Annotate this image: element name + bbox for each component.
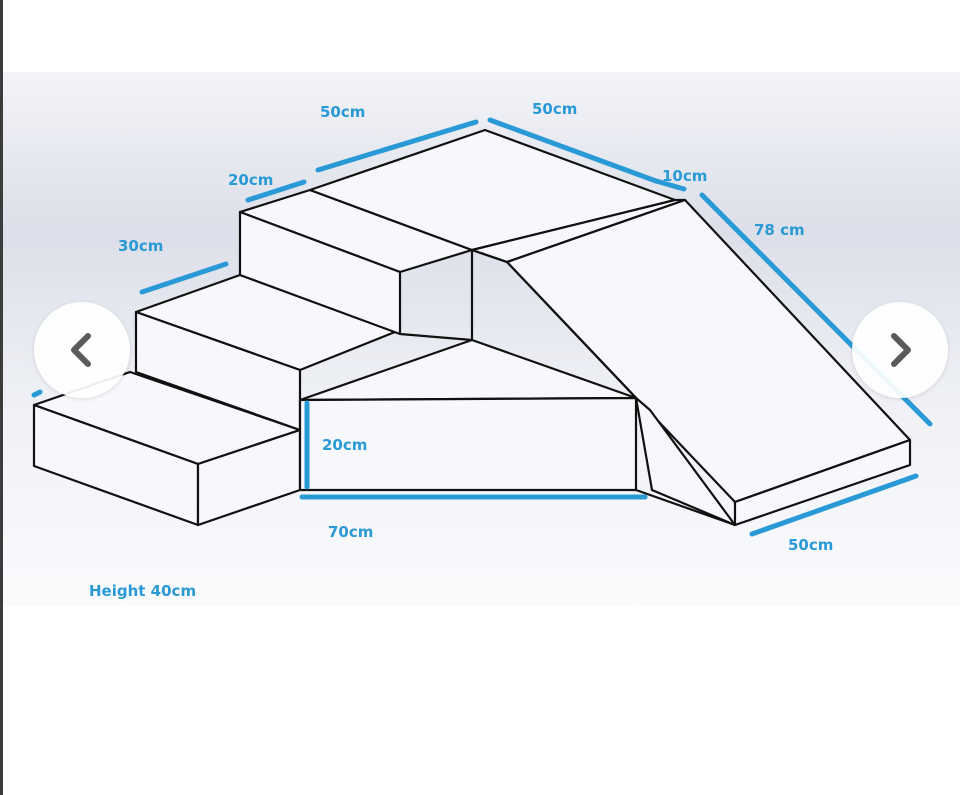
label-top-right-width: 50cm xyxy=(532,100,577,118)
platform-edge xyxy=(399,332,473,342)
label-slide-length: 78 cm xyxy=(754,221,805,239)
slide-bottom-edge xyxy=(635,488,736,527)
slide-end-face xyxy=(733,438,912,527)
window-border xyxy=(0,0,3,795)
previous-image-button[interactable] xyxy=(34,302,130,398)
dimension-line-top-right xyxy=(487,117,659,184)
slide-edge xyxy=(471,248,508,264)
next-image-button[interactable] xyxy=(852,302,948,398)
dimension-line-step-mid xyxy=(139,261,229,295)
chevron-left-icon xyxy=(71,333,91,367)
label-step-mid-depth: 30cm xyxy=(118,237,163,255)
dimension-line-slide-gap xyxy=(653,178,687,192)
label-top-left-width: 50cm xyxy=(320,103,365,121)
label-slide-width: 50cm xyxy=(788,536,833,554)
chevron-right-icon xyxy=(891,333,911,367)
dimension-line-slide-width xyxy=(749,473,919,537)
dimension-line-top-left xyxy=(315,119,479,173)
label-height-note: Height 40cm xyxy=(89,582,196,600)
slide-side-edge xyxy=(506,261,637,399)
dimension-line-fragment xyxy=(31,389,43,398)
label-base-height: 20cm xyxy=(322,436,367,454)
label-slide-top-gap: 10cm xyxy=(662,167,707,185)
dimension-line-step-top xyxy=(245,179,307,203)
label-base-width: 70cm xyxy=(328,523,373,541)
label-step-top-depth: 20cm xyxy=(228,171,273,189)
